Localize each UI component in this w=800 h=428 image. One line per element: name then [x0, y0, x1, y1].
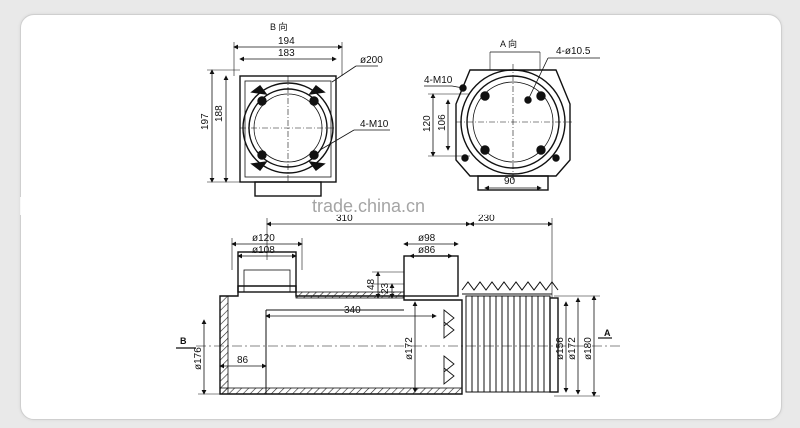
- dim-86: 86: [237, 355, 249, 366]
- dim-phi156: ø156: [555, 337, 566, 360]
- drawing-card: [20, 14, 782, 420]
- dim-phi86-top: ø86: [418, 245, 436, 256]
- dim-phi180: ø180: [583, 337, 594, 360]
- bellows-fins: [461, 281, 559, 393]
- a-view-bolt-holes: [459, 84, 560, 162]
- dim-4m10-b: 4-M10: [360, 119, 389, 130]
- dim-188: 188: [214, 105, 225, 122]
- dim-183: 183: [278, 48, 295, 59]
- dim-23: 23: [380, 282, 391, 294]
- dim-phi172-left: ø172: [404, 337, 415, 360]
- dim-4m10-a: 4-M10: [424, 75, 453, 86]
- dim-197: 197: [200, 113, 211, 130]
- dim-48: 48: [366, 278, 377, 290]
- a-view-body: [455, 69, 571, 177]
- dim-120-a: 120: [422, 115, 433, 132]
- section-view: [176, 218, 620, 397]
- a-view: [424, 51, 600, 191]
- dim-phi176: ø176: [193, 347, 204, 370]
- section-mark-a: A: [604, 328, 611, 338]
- section-mark-b: B: [180, 336, 187, 346]
- dim-340: 340: [344, 305, 361, 316]
- dim-phi108: ø108: [252, 245, 275, 256]
- dim-106: 106: [437, 114, 448, 131]
- b-view-bolt-holes: [257, 96, 319, 160]
- dim-194: 194: [278, 36, 295, 47]
- dim-90: 90: [504, 176, 516, 187]
- dim-phi98: ø98: [418, 233, 436, 244]
- dim-phi120: ø120: [252, 233, 275, 244]
- middle-branch-pipe: [403, 255, 459, 297]
- dim-4phi10-5: 4-ø10.5: [556, 46, 591, 57]
- b-view: [207, 42, 390, 197]
- dim-230: 230: [478, 213, 495, 224]
- dim-phi200: ø200: [360, 55, 383, 66]
- main-housing: [219, 285, 463, 395]
- dim-310: 310: [336, 213, 353, 224]
- a-view-label: A 向: [500, 38, 517, 49]
- dim-phi172-right: ø172: [567, 337, 578, 360]
- watermark-text: trade.china.cn: [312, 196, 425, 216]
- b-view-label: B 向: [270, 21, 288, 32]
